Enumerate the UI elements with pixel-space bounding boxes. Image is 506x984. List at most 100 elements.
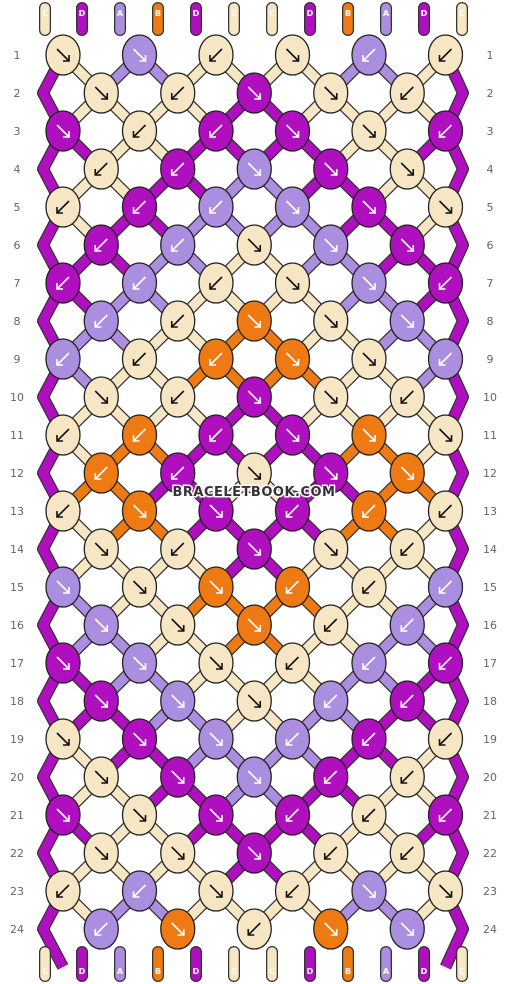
knot xyxy=(198,414,234,456)
knot-direction-arrow xyxy=(209,732,223,746)
row-number-left: 10 xyxy=(10,391,24,404)
knot-arrow-head xyxy=(285,739,293,746)
knot xyxy=(351,718,387,760)
knot-arrow-head xyxy=(254,397,262,404)
bottom-strand-label: A xyxy=(383,967,390,976)
knot-arrow-head xyxy=(56,359,63,366)
knot-direction-arrow xyxy=(400,694,414,708)
knot-direction-arrow xyxy=(362,124,376,138)
knot-arrow-head xyxy=(438,587,446,594)
knot-direction-arrow xyxy=(209,504,223,518)
knot-direction-arrow xyxy=(56,352,70,366)
row-number-left: 7 xyxy=(14,277,21,290)
knot-arrow-head xyxy=(254,853,262,860)
knot-direction-arrow xyxy=(94,846,108,860)
knot-arrow-head xyxy=(56,207,63,214)
knot xyxy=(160,452,196,494)
knot xyxy=(313,376,349,418)
top-strand-label: D xyxy=(79,9,86,18)
knot-direction-arrow xyxy=(56,504,70,518)
knot-direction-arrow xyxy=(171,162,185,176)
knot-direction-arrow xyxy=(132,504,147,518)
knot-arrow-head xyxy=(177,625,185,632)
knot xyxy=(313,604,349,646)
knot xyxy=(45,414,81,456)
knot-arrow-head xyxy=(292,131,300,138)
knot xyxy=(83,72,119,114)
knot-direction-arrow xyxy=(438,48,453,62)
knot xyxy=(351,794,387,836)
knot-arrow-head xyxy=(139,739,147,746)
knot-direction-arrow xyxy=(132,48,147,62)
knot-direction-arrow xyxy=(94,86,108,100)
knot-direction-arrow xyxy=(56,48,70,62)
knot-direction-arrow xyxy=(209,200,223,214)
knot xyxy=(45,186,81,228)
knot-arrow-head xyxy=(400,625,408,632)
knot-arrow-head xyxy=(362,55,369,62)
knot xyxy=(427,566,464,608)
knot xyxy=(83,376,119,418)
knot-arrow-head xyxy=(407,169,415,176)
top-strand-label: C xyxy=(42,9,48,18)
bottom-strand-label: D xyxy=(307,967,314,976)
row-number-left: 3 xyxy=(14,125,21,138)
knot-direction-arrow xyxy=(94,466,108,480)
knot xyxy=(313,680,349,722)
knot-direction-arrow xyxy=(247,390,261,404)
knot-direction-arrow xyxy=(362,200,376,214)
knot-arrow-head xyxy=(63,131,70,138)
knot-direction-arrow xyxy=(132,884,147,898)
knot-arrow-head xyxy=(285,587,293,594)
knot-direction-arrow xyxy=(171,694,185,708)
knot-arrow-head xyxy=(101,397,109,404)
knot-direction-arrow xyxy=(400,542,414,556)
knot-arrow-head xyxy=(216,891,223,898)
knot xyxy=(236,148,272,190)
knot-arrow-head xyxy=(254,549,262,556)
knot-direction-arrow xyxy=(400,390,414,404)
knot-direction-arrow xyxy=(438,200,453,214)
knot-arrow-head xyxy=(170,321,178,328)
knot-arrow-head xyxy=(369,207,376,214)
knot-arrow-head xyxy=(369,283,376,290)
knot xyxy=(121,262,158,304)
knot-direction-arrow xyxy=(438,808,453,822)
knot xyxy=(83,680,119,722)
knot-direction-arrow xyxy=(362,428,376,442)
knot-direction-arrow xyxy=(324,770,338,784)
knot-arrow-head xyxy=(323,853,331,860)
knot xyxy=(45,338,81,380)
knot-direction-arrow xyxy=(324,238,338,252)
knot xyxy=(121,338,158,380)
knot-direction-arrow xyxy=(285,276,300,290)
knot xyxy=(427,34,464,76)
knot-direction-arrow xyxy=(209,884,223,898)
knot-direction-arrow xyxy=(438,428,453,442)
knot-arrow-head xyxy=(170,169,178,176)
knot-direction-arrow xyxy=(247,694,261,708)
knot xyxy=(160,680,196,722)
row-number-left: 8 xyxy=(14,315,21,328)
knot-arrow-head xyxy=(132,891,140,898)
strand-paths xyxy=(37,49,469,970)
knot-arrow-head xyxy=(170,397,178,404)
knot-arrow-head xyxy=(323,625,331,632)
knot xyxy=(45,642,81,684)
knot xyxy=(389,72,425,114)
knot-direction-arrow xyxy=(362,884,376,898)
knot xyxy=(83,756,119,798)
knot-direction-arrow xyxy=(400,314,414,328)
knot-direction-arrow xyxy=(94,694,108,708)
knot-arrow-head xyxy=(407,473,415,480)
knot-direction-arrow xyxy=(324,618,338,632)
knot-direction-arrow xyxy=(132,352,147,366)
knot-arrow-head xyxy=(209,55,216,62)
knot-direction-arrow xyxy=(171,542,185,556)
knot-arrow-head xyxy=(63,815,70,822)
knot-direction-arrow xyxy=(438,580,453,594)
bottom-strand-label: B xyxy=(155,967,161,976)
top-strand-label: B xyxy=(345,9,351,18)
